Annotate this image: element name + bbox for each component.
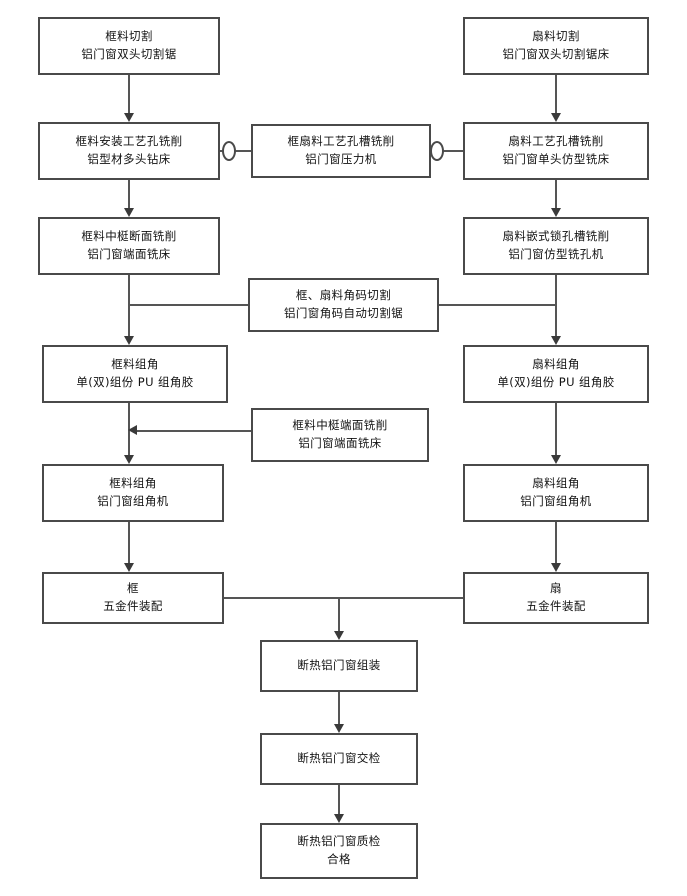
node-line-2: 单(双)组份 PU 组角胶 (76, 375, 194, 389)
edge-n8-left-branch (128, 304, 250, 306)
edge-n10-n13 (555, 403, 557, 456)
edge-n3-n6 (128, 180, 130, 208)
arrowhead-n11-left (128, 425, 137, 435)
node-frame-hardware-assembly[interactable]: 框 五金件装配 (42, 572, 224, 624)
node-sash-hole-slot-milling[interactable]: 扇料工艺孔槽铣削 铝门窗单头仿型铣床 (463, 122, 649, 180)
edge-n6-n9 (128, 275, 130, 337)
node-line-2: 合格 (327, 852, 351, 866)
node-line-1: 框料组角 (109, 476, 157, 491)
edge-n12-n14 (128, 522, 130, 564)
node-line-2: 五金件装配 (526, 599, 586, 613)
arrowhead-n12-n14 (124, 563, 134, 572)
node-line-1: 框料安装工艺孔铣削 (75, 134, 183, 149)
node-frame-mullion-section-milling[interactable]: 框料中梃断面铣削 铝门窗端面铣床 (38, 217, 220, 275)
node-line-1: 断热铝门窗质检 (297, 834, 381, 849)
edge-n7-n10 (555, 275, 557, 337)
edge-n3-n4 (220, 150, 253, 152)
arrowhead-n16-n17 (334, 724, 344, 733)
node-line-1: 框料组角 (111, 357, 159, 372)
node-line-1: 框扇料工艺孔槽铣削 (287, 134, 395, 149)
node-line-1: 断热铝门窗组装 (297, 658, 381, 673)
node-line-1: 扇料切割 (532, 29, 580, 44)
node-line-1: 扇料组角 (532, 476, 580, 491)
node-line-1: 框 (127, 581, 139, 596)
arrowhead-merge-n16 (334, 631, 344, 640)
edge-merge-bus (222, 597, 465, 599)
node-line-2: 单(双)组份 PU 组角胶 (497, 375, 615, 389)
node-line-1: 扇 (550, 581, 562, 596)
node-sash-corner-assembly[interactable]: 扇料组角 铝门窗组角机 (463, 464, 649, 522)
node-line-1: 框料切割 (105, 29, 153, 44)
node-line-1: 扇料组角 (532, 357, 580, 372)
node-line-2: 铝门窗双头切割锯 (81, 47, 177, 61)
node-line-1: 扇料工艺孔槽铣削 (508, 134, 604, 149)
edge-n5-n7 (555, 180, 557, 208)
node-line-2: 铝门窗压力机 (305, 152, 377, 166)
node-line-2: 铝型材多头钻床 (87, 152, 171, 166)
node-line-2: 铝门窗单头仿型铣床 (502, 152, 610, 166)
node-window-quality-pass[interactable]: 断热铝门窗质检 合格 (260, 823, 418, 879)
edge-n13-n15 (555, 522, 557, 564)
node-frame-process-hole-milling[interactable]: 框料安装工艺孔铣削 铝型材多头钻床 (38, 122, 220, 180)
edge-n17-n18 (338, 785, 340, 814)
node-line-2: 五金件装配 (103, 599, 163, 613)
node-line-1: 扇料嵌式锁孔槽铣削 (502, 229, 610, 244)
node-line-2: 铝门窗双头切割锯床 (502, 47, 610, 61)
node-line-2: 铝门窗端面铣床 (298, 436, 382, 450)
node-line-2: 铝门窗组角机 (97, 494, 169, 508)
arrowhead-n6-n9 (124, 336, 134, 345)
edge-n16-n17 (338, 692, 340, 724)
edge-n2-n5 (555, 75, 557, 113)
arrowhead-n9-n12 (124, 455, 134, 464)
off-page-connector-right[interactable] (430, 141, 444, 161)
node-frame-corner-glue[interactable]: 框料组角 单(双)组份 PU 组角胶 (42, 345, 228, 403)
node-window-assembly[interactable]: 断热铝门窗组装 (260, 640, 418, 692)
arrowhead-n3-n6 (124, 208, 134, 217)
node-frame-mullion-end-milling[interactable]: 框料中梃端面铣削 铝门窗端面铣床 (251, 408, 429, 462)
edge-n1-n3 (128, 75, 130, 113)
arrowhead-n13-n15 (551, 563, 561, 572)
node-line-2: 铝门窗端面铣床 (87, 247, 171, 261)
arrowhead-n7-n10 (551, 336, 561, 345)
node-window-inspection[interactable]: 断热铝门窗交检 (260, 733, 418, 785)
node-sash-cutting[interactable]: 扇料切割 铝门窗双头切割锯床 (463, 17, 649, 75)
arrowhead-n17-n18 (334, 814, 344, 823)
node-line-2: 铝门窗仿型铣孔机 (508, 247, 604, 261)
edge-n8-right-branch (438, 304, 556, 306)
arrowhead-n1-n3 (124, 113, 134, 122)
off-page-connector-left[interactable] (222, 141, 236, 161)
node-line-1: 框料中梃端面铣削 (292, 418, 388, 433)
node-sash-corner-glue[interactable]: 扇料组角 单(双)组份 PU 组角胶 (463, 345, 649, 403)
edge-n4-n5 (430, 150, 465, 152)
edge-merge-to-n16 (338, 597, 340, 631)
node-sash-hardware-assembly[interactable]: 扇 五金件装配 (463, 572, 649, 624)
node-line-1: 断热铝门窗交检 (297, 751, 381, 766)
node-frame-cutting[interactable]: 框料切割 铝门窗双头切割锯 (38, 17, 220, 75)
node-line-1: 框料中梃断面铣削 (81, 229, 177, 244)
node-line-2: 铝门窗组角机 (520, 494, 592, 508)
edge-n11-to-left-trunk (136, 430, 252, 432)
node-frame-corner-assembly[interactable]: 框料组角 铝门窗组角机 (42, 464, 224, 522)
arrowhead-n2-n5 (551, 113, 561, 122)
node-corner-code-cutting[interactable]: 框、扇料角码切割 铝门窗角码自动切割锯 (248, 278, 439, 332)
node-line-1: 框、扇料角码切割 (295, 288, 392, 303)
node-sash-lock-hole-milling[interactable]: 扇料嵌式锁孔槽铣削 铝门窗仿型铣孔机 (463, 217, 649, 275)
arrowhead-n5-n7 (551, 208, 561, 217)
arrowhead-n10-n13 (551, 455, 561, 464)
node-line-2: 铝门窗角码自动切割锯 (284, 306, 403, 320)
node-frame-sash-hole-slot-milling[interactable]: 框扇料工艺孔槽铣削 铝门窗压力机 (251, 124, 431, 178)
